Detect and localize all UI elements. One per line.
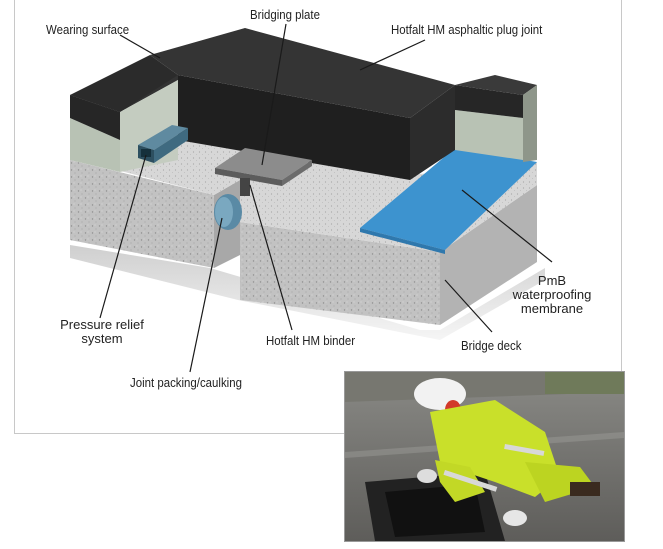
label-membrane: PmB waterproofing membrane [503, 274, 601, 316]
label-bridging-plate: Bridging plate [250, 7, 320, 22]
label-wearing-surface: Wearing surface [46, 22, 130, 37]
bridging-plate [215, 148, 312, 196]
label-bridge-deck: Bridge deck [461, 338, 522, 353]
ground-shadow [70, 245, 545, 340]
leader-lines [99, 23, 553, 373]
worker-figure [414, 378, 600, 526]
label-binder: Hotfalt HM binder [266, 333, 356, 348]
joint-packing [214, 194, 242, 230]
waterproofing-membrane [360, 148, 537, 250]
label-plug-joint: Hotfalt HM asphaltic plug joint [391, 22, 543, 37]
label-membrane-line3: membrane [520, 301, 584, 316]
installation-photo [344, 371, 625, 542]
label-pressure-relief-line1: Pressure relief [60, 317, 144, 332]
label-membrane-line2: waterproofing [512, 287, 592, 302]
label-joint-packing: Joint packing/caulking [130, 375, 242, 390]
right-wearing-surface [455, 75, 537, 162]
label-pressure-relief: Pressure relief system [46, 318, 158, 346]
asphaltic-plug-joint [70, 28, 455, 180]
label-membrane-line1: PmB [537, 273, 567, 288]
pressure-relief-duct [138, 125, 188, 163]
label-pressure-relief-line2: system [81, 331, 123, 346]
